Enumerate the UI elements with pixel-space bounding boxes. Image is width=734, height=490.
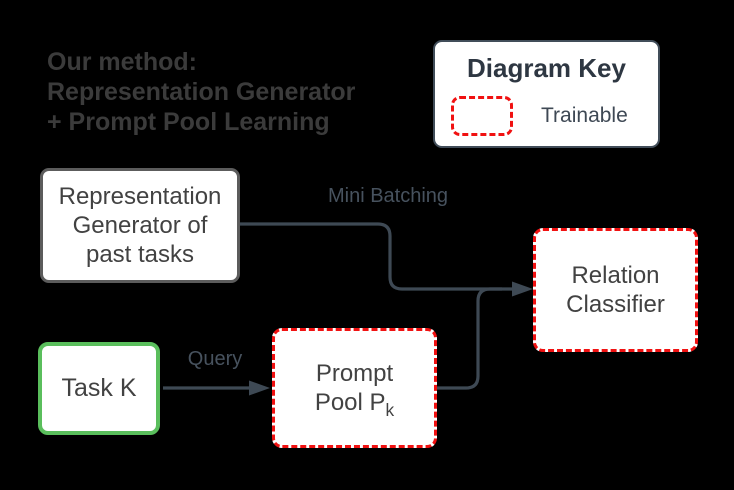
diagram-title-line3: + Prompt Pool Learning xyxy=(47,108,330,136)
diagram-title-line1: Our method: xyxy=(47,48,197,76)
arrowhead-into-classifier xyxy=(512,281,533,297)
diagram-title-line2: Representation Generator xyxy=(47,78,356,106)
arrowhead-into-promptpool xyxy=(249,380,270,396)
relation-classifier-line2: Classifier xyxy=(566,291,665,318)
node-relation-classifier: Relation Classifier xyxy=(533,228,698,352)
prompt-pool-subscript: k xyxy=(385,399,395,420)
trainable-swatch xyxy=(451,96,513,136)
edge-repgen-to-classifier xyxy=(240,222,514,291)
diagram-key-title: Diagram Key xyxy=(467,53,626,83)
node-prompt-pool: Prompt Pool Pk xyxy=(272,328,437,448)
task-k-label: Task K xyxy=(61,374,137,402)
diagram-key: Diagram Key Trainable xyxy=(433,40,660,148)
diagram-key-row: Trainable xyxy=(451,96,642,136)
edge-query-label: Query xyxy=(187,348,243,370)
diagram-title: Our method: Representation Generator + P… xyxy=(47,47,355,137)
prompt-pool-line2: Pool Pk xyxy=(314,389,395,420)
edge-mini-batching-label: Mini Batching xyxy=(327,185,449,207)
edge-promptpool-to-classifier xyxy=(437,287,502,390)
node-task-k: Task K xyxy=(38,342,160,435)
repgen-line3: past tasks xyxy=(85,241,195,268)
repgen-line1: Representation xyxy=(58,183,222,210)
node-representation-generator: Representation Generator of past tasks xyxy=(40,168,240,283)
trainable-label: Trainable xyxy=(541,104,628,127)
prompt-pool-line1: Prompt xyxy=(315,360,394,387)
relation-classifier-line1: Relation xyxy=(571,262,660,289)
repgen-line2: Generator of xyxy=(72,212,208,239)
